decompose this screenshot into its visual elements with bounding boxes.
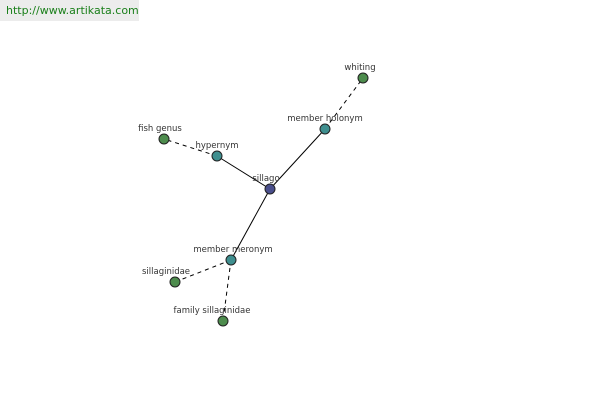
edge-hypernym-fish-genus [163, 138, 218, 157]
source-url-banner[interactable]: http://www.artikata.com [0, 0, 139, 21]
edge-sillago-member-meronym [230, 188, 271, 261]
node-member-meronym[interactable] [225, 254, 237, 266]
node-hypernym[interactable] [211, 150, 223, 162]
node-label-sillago: sillago [252, 174, 279, 184]
edge-sillago-member-holonym [269, 128, 326, 190]
edge-member-meronym-family-sillaginidae [222, 259, 232, 322]
node-label-member-holonym: member holonym [287, 114, 362, 124]
node-family-sillaginidae[interactable] [217, 315, 229, 327]
node-sillago[interactable] [264, 183, 276, 195]
graph-edges [163, 77, 364, 322]
node-label-member-meronym: member meronym [193, 245, 272, 255]
source-url-link[interactable]: http://www.artikata.com [6, 4, 139, 17]
node-label-hypernym: hypernym [195, 141, 238, 151]
edge-sillago-hypernym [216, 155, 271, 190]
node-sillaginidae[interactable] [169, 276, 181, 288]
node-member-holonym[interactable] [319, 123, 331, 135]
edge-member-meronym-sillaginidae [174, 259, 232, 283]
node-label-sillaginidae: sillaginidae [142, 267, 190, 277]
node-fish-genus[interactable] [158, 133, 170, 145]
node-label-family-sillaginidae: family sillaginidae [174, 306, 251, 316]
node-whiting[interactable] [357, 72, 369, 84]
node-label-whiting: whiting [344, 63, 375, 73]
graph-nodes: sillago member holonym whiting hypernym … [138, 63, 376, 327]
edge-member-holonym-whiting [324, 77, 364, 130]
node-label-fish-genus: fish genus [138, 124, 182, 134]
